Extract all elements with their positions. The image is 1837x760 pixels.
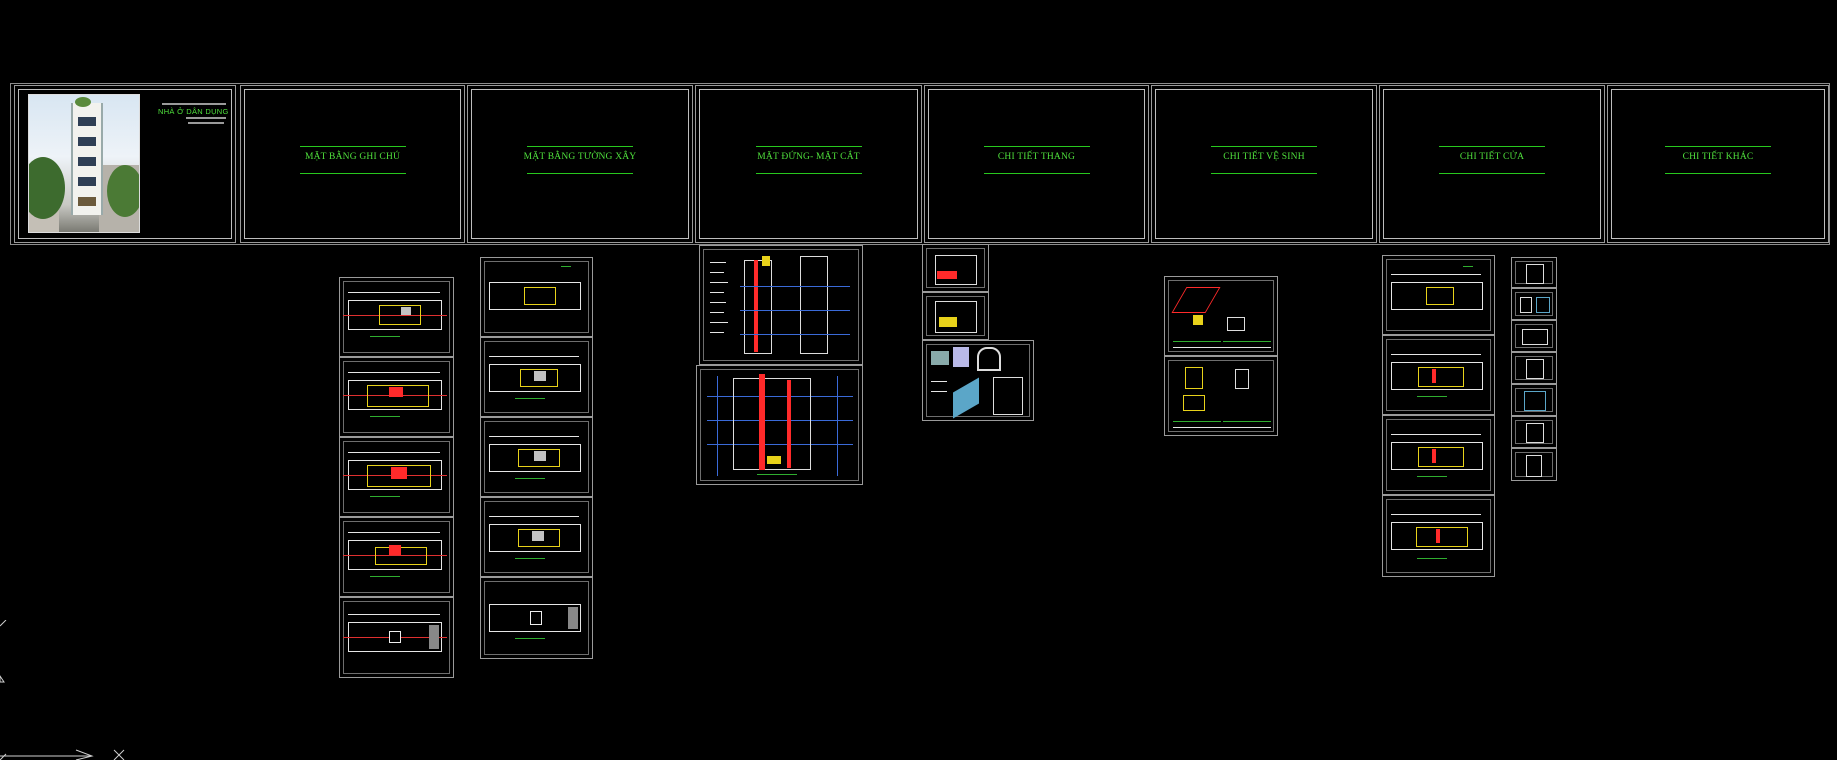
other-detail-sheet[interactable]: [1511, 352, 1557, 384]
section-title: MẶT BẰNG GHI CHÚ: [304, 152, 401, 162]
section-title: MẶT ĐỨNG- MẶT CẮT: [757, 152, 860, 162]
section-title-sheet[interactable]: MẶT ĐỨNG- MẶT CẮT: [695, 85, 922, 243]
plan-sheet[interactable]: [480, 577, 593, 659]
section-title: CHI TIẾT CỬA: [1459, 152, 1525, 162]
plan-sheet[interactable]: [480, 257, 593, 337]
cover-title-rule-bottom: [188, 122, 224, 124]
other-detail-sheet[interactable]: [1511, 288, 1557, 320]
other-detail-sheet[interactable]: [1511, 448, 1557, 481]
title-sheet-strip: [10, 83, 1830, 245]
stair-detail-sheet[interactable]: [922, 244, 989, 292]
section-title-sheet[interactable]: MẶT BẰNG GHI CHÚ: [240, 85, 465, 243]
section-title-sheet[interactable]: CHI TIẾT THANG: [924, 85, 1149, 243]
stair-detail-sheet[interactable]: [922, 340, 1034, 421]
plan-sheet[interactable]: [339, 437, 454, 517]
wc-detail-sheet[interactable]: [1164, 356, 1278, 436]
section-sheet[interactable]: [696, 365, 863, 485]
other-detail-sheet[interactable]: [1511, 416, 1557, 448]
plan-sheet[interactable]: [480, 337, 593, 417]
door-plan-sheet[interactable]: [1382, 415, 1495, 495]
building-render-image: [28, 94, 140, 233]
wc-detail-sheet[interactable]: [1164, 276, 1278, 356]
stair-detail-sheet[interactable]: [922, 292, 989, 340]
section-title-sheet[interactable]: CHI TIẾT VỆ SINH: [1151, 85, 1377, 243]
plan-sheet[interactable]: [339, 277, 454, 357]
elevation-sheet[interactable]: [699, 245, 863, 365]
section-title: CHI TIẾT THANG: [997, 152, 1076, 162]
plan-sheet[interactable]: [339, 357, 454, 437]
plan-sheet[interactable]: [339, 597, 454, 678]
section-title-sheet[interactable]: MẶT BẰNG TƯỜNG XÂY: [467, 85, 693, 243]
section-title: MẶT BẰNG TƯỜNG XÂY: [523, 152, 637, 162]
door-plan-sheet[interactable]: [1382, 255, 1495, 335]
other-detail-sheet[interactable]: [1511, 384, 1557, 416]
section-title-sheet[interactable]: CHI TIẾT KHÁC: [1607, 85, 1829, 243]
plan-sheet[interactable]: [480, 417, 593, 497]
cover-sheet[interactable]: [14, 85, 236, 243]
other-detail-sheet[interactable]: [1511, 257, 1557, 288]
plan-sheet[interactable]: [480, 497, 593, 577]
cover-title: NHÀ Ở DÂN DỤNG: [158, 107, 229, 116]
cover-sheet-border: [18, 89, 232, 239]
section-title: CHI TIẾT KHÁC: [1682, 152, 1754, 162]
cover-title-rule-mid: [186, 117, 226, 119]
door-plan-sheet[interactable]: [1382, 495, 1495, 577]
plan-sheet[interactable]: [339, 517, 454, 597]
section-title: CHI TIẾT VỆ SINH: [1223, 152, 1305, 162]
other-detail-sheet[interactable]: [1511, 320, 1557, 352]
ucs-axis-icon: [0, 620, 125, 760]
cover-title-rule-top: [162, 103, 226, 105]
door-plan-sheet[interactable]: [1382, 335, 1495, 415]
section-title-sheet[interactable]: CHI TIẾT CỬA: [1379, 85, 1605, 243]
